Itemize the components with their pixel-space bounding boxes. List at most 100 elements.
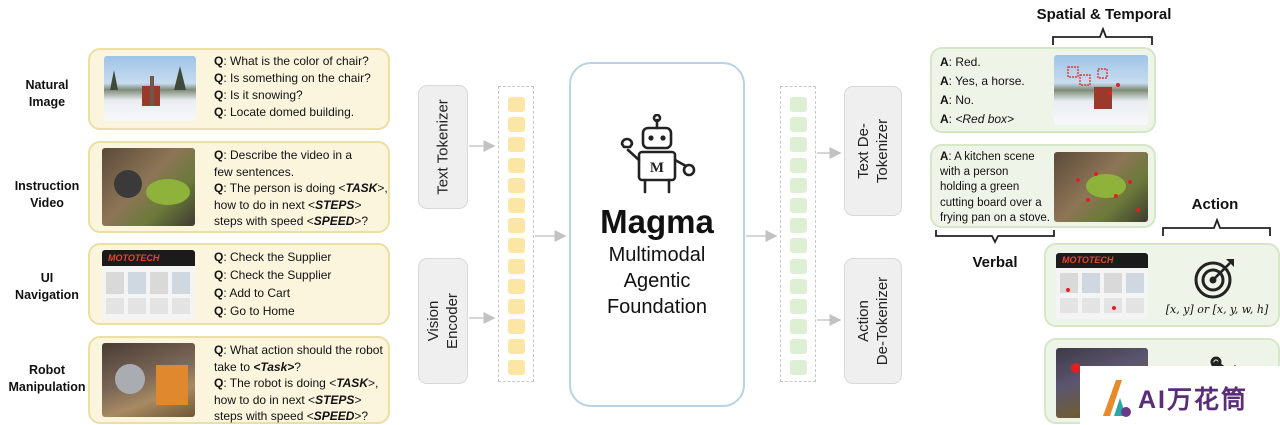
output-token	[790, 97, 807, 112]
input-token	[508, 177, 525, 193]
kitchen-video-image	[102, 148, 195, 226]
ui-action-image: MOTOTECH	[1056, 253, 1148, 319]
spatial-temporal-bracket	[1052, 27, 1153, 45]
output-token	[790, 137, 807, 153]
text-line: Q: What is the color of chair?	[214, 54, 369, 68]
questions-robot-manipulation: Q: What action should the robot take to <…	[214, 342, 383, 425]
output-token-column	[780, 86, 816, 382]
action-heading: Action	[1191, 196, 1239, 213]
verbal-bracket	[935, 230, 1055, 244]
input-token	[508, 198, 525, 213]
text-line: Q: Describe the video in a	[214, 148, 353, 162]
robot-letter: M	[650, 160, 664, 176]
action-formula: [x, y] or [x, y, w, h]	[1165, 303, 1269, 316]
questions-instruction-video: Q: Describe the video in a few sentences.…	[214, 147, 388, 230]
text-line: A: <Red box>	[940, 112, 1015, 126]
text-line: Q: Check the Supplier	[214, 250, 332, 264]
input-token	[508, 97, 525, 112]
input-token	[508, 339, 525, 355]
output-token	[790, 117, 807, 133]
watermark-text: AI万花筒	[1138, 386, 1249, 414]
text-line: Q: The person is doing <TASK>,	[214, 181, 388, 195]
output-token	[790, 238, 807, 254]
watermark-overlay: AI万花筒	[1080, 366, 1280, 424]
output-token	[790, 198, 807, 213]
text-detokenizer-box: Text De-Tokenizer	[844, 86, 902, 216]
input-token	[508, 299, 525, 314]
spatial-temporal-heading: Spatial & Temporal	[1036, 6, 1172, 23]
input-token	[508, 157, 525, 173]
text-line: few sentences.	[214, 164, 295, 179]
text-line: how to do in next <STEPS>	[214, 197, 362, 212]
output-token	[790, 177, 807, 193]
verbal-heading: Verbal	[972, 254, 1018, 271]
input-card-natural-image: Q: What is the color of chair? Q: Is some…	[88, 48, 390, 130]
text-line: Q: Is something on the chair?	[214, 71, 371, 85]
input-token-column	[498, 86, 534, 382]
output-token	[790, 339, 807, 355]
text-line: A: Yes, a horse.	[940, 74, 1025, 88]
text-line: Q: Is it snowing?	[214, 88, 303, 102]
text-line: cutting board over a	[940, 196, 1042, 209]
output-card-action-ui: MOTOTECH [x, y] or [x, y, w, h]	[1044, 243, 1280, 327]
kitchen-tracked-image	[1054, 152, 1148, 222]
target-icon	[1194, 259, 1234, 299]
snow-scene-boxed-image	[1054, 55, 1148, 125]
text-tokenizer-box: Text Tokenizer	[418, 85, 468, 209]
output-token	[790, 278, 807, 294]
text-line: frying pan on a stove.	[940, 211, 1050, 224]
input-token	[508, 359, 525, 375]
text-detokenizer-label: Text De-Tokenizer	[855, 118, 891, 184]
input-card-robot-manipulation: Q: What action should the robot take to <…	[88, 336, 390, 424]
answers-natural-image: A: Red.A: Yes, a horse.A: No.A: <Red box…	[940, 53, 1025, 129]
questions-natural-image: Q: What is the color of chair? Q: Is some…	[214, 53, 371, 121]
watermark-logo-icon	[1103, 380, 1131, 417]
input-token	[508, 218, 525, 234]
snow-scene-image	[104, 56, 196, 121]
input-token	[508, 238, 525, 254]
text-line: steps with speed <SPEED>?	[214, 214, 369, 228]
text-line: Q: Add to Cart	[214, 286, 291, 300]
action-bracket	[1162, 218, 1271, 236]
text-line: Q: Locate domed building.	[214, 105, 355, 119]
text-line: Q: Go to Home	[214, 304, 295, 318]
output-token	[790, 258, 807, 274]
robot-icon: M	[620, 113, 696, 194]
output-card-answers: A: Red.A: Yes, a horse.A: No.A: <Red box…	[930, 47, 1156, 133]
ui-screenshot-image: MOTOTECH	[102, 250, 195, 320]
robot-scene-image	[102, 343, 195, 417]
ui-action-brand-label: MOTOTECH	[1056, 253, 1148, 268]
output-token	[790, 359, 807, 375]
model-title: Magma	[600, 203, 714, 240]
text-line: steps with speed <SPEED>?	[214, 409, 369, 423]
text-line: holding a green	[940, 181, 1020, 194]
output-token	[790, 157, 807, 173]
text-line: take to <Task>?	[214, 359, 301, 374]
text-line: how to do in next <STEPS>	[214, 392, 362, 407]
ui-brand-label: MOTOTECH	[102, 250, 195, 266]
text-line: A: No.	[940, 93, 975, 107]
text-line: A: A kitchen scene	[940, 151, 1035, 163]
input-token	[508, 137, 525, 153]
output-token	[790, 218, 807, 234]
input-token	[508, 278, 525, 294]
text-line: Q: What action should the robot	[214, 343, 383, 357]
output-token	[790, 299, 807, 314]
input-token	[508, 117, 525, 133]
text-line: Q: The robot is doing <TASK>,	[214, 376, 379, 390]
input-token	[508, 319, 525, 335]
